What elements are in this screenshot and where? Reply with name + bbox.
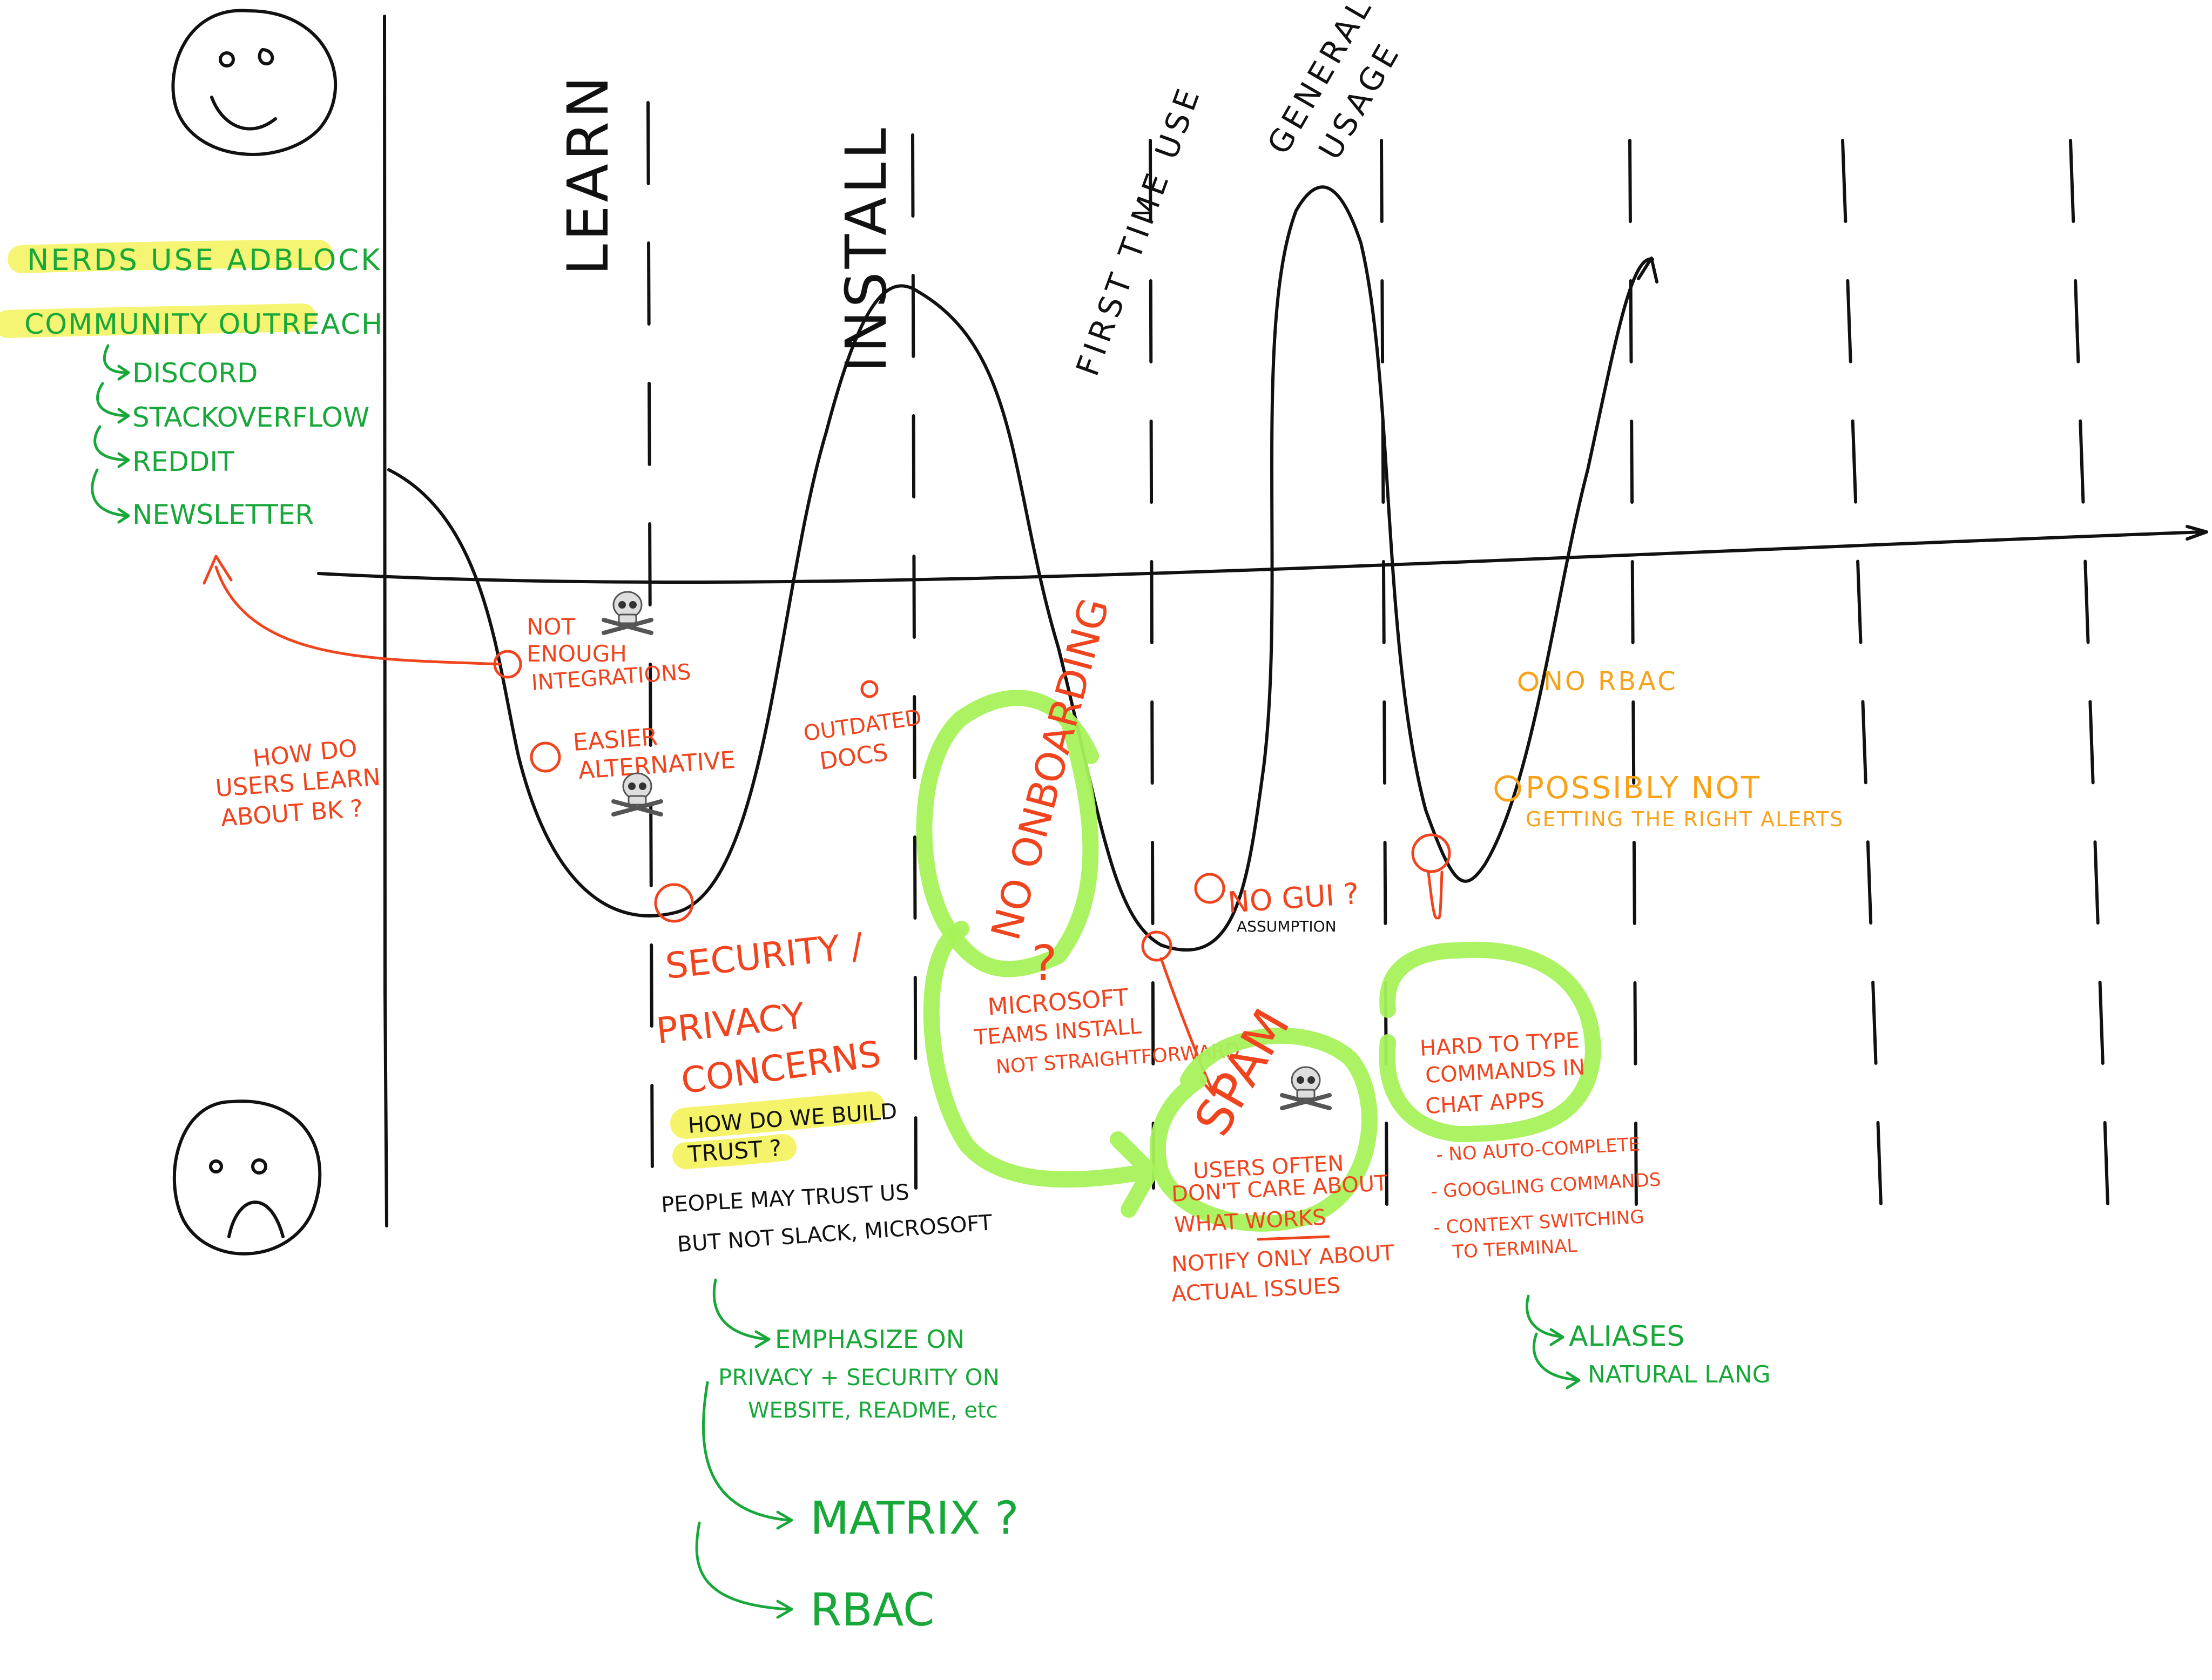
note-bullet-terminal: TO TERMINAL <box>1451 1235 1577 1263</box>
note-no-onboarding: NO ONBOARDING <box>982 593 1118 945</box>
horizontal-axis <box>319 532 2203 582</box>
channel-reddit: REDDIT <box>132 446 234 477</box>
pain-point-marker <box>656 885 692 921</box>
arrow-emphasize <box>714 1280 769 1347</box>
happy-face-icon <box>173 10 335 154</box>
note-outdated-1: OUTDATED <box>802 705 923 746</box>
note-notify-2: ACTUAL ISSUES <box>1171 1273 1341 1307</box>
note-not-enough-1: NOT <box>527 613 575 640</box>
skull-icon <box>1282 1067 1330 1108</box>
note-security-2: PRIVACY <box>655 995 807 1051</box>
pain-point-marker <box>1196 874 1224 902</box>
stage-label-first-time-use: FIRST TIME USE <box>1069 80 1208 381</box>
stage-label-learn: LEARN <box>555 73 621 275</box>
note-bullet-googling: - GOOGLING COMMANDS <box>1430 1169 1661 1203</box>
note-security-1: SECURITY / <box>664 925 866 987</box>
note-easier-1: EASIER <box>572 723 658 757</box>
note-outdated-2: DOCS <box>818 739 889 775</box>
pain-point-marker <box>531 743 559 771</box>
note-question: ? <box>1031 935 1057 992</box>
channel-stackoverflow: STACKOVERFLOW <box>132 402 369 433</box>
outreach-channel-arrows <box>92 346 129 522</box>
note-assumption: ASSUMPTION <box>1237 917 1337 935</box>
note-emphasize-3: WEBSITE, README, etc <box>748 1398 998 1423</box>
connector-hard-to-type <box>1428 872 1442 918</box>
skull-icon <box>604 592 651 633</box>
note-not-enough-2: ENOUGH <box>527 640 627 667</box>
note-trust-2: TRUST ? <box>686 1135 783 1168</box>
channel-newsletter: NEWSLETTER <box>132 499 314 530</box>
note-emphasize-1: EMPHASIZE ON <box>775 1325 965 1354</box>
note-community-outreach: COMMUNITY OUTREACH <box>24 308 383 341</box>
note-alerts-1: POSSIBLY NOT <box>1526 771 1761 806</box>
underline-works <box>1258 1237 1328 1239</box>
stage-label-install: INSTALL <box>833 125 899 373</box>
note-nerds-adblock: NERDS USE ADBLOCK <box>27 243 382 277</box>
note-people-1: PEOPLE MAY TRUST US <box>660 1180 910 1218</box>
note-no-rbac: NO RBAC <box>1543 666 1678 697</box>
sad-face-icon <box>174 1101 320 1253</box>
note-natural-lang: NATURAL LANG <box>1588 1361 1771 1388</box>
note-alerts-2: GETTING THE RIGHT ALERTS <box>1526 807 1844 831</box>
note-bullet-context: - CONTEXT SWITCHING <box>1433 1206 1644 1239</box>
note-emphasize-2: PRIVACY + SECURITY ON <box>718 1364 1000 1391</box>
pain-point-marker <box>1520 673 1537 690</box>
arrow-rbac <box>697 1523 792 1617</box>
vertical-axis <box>385 16 387 1226</box>
note-teams-1: MICROSOFT <box>987 984 1129 1021</box>
note-notify-1: NOTIFY ONLY ABOUT <box>1171 1240 1395 1277</box>
note-no-gui: NO GUI ? <box>1227 876 1360 920</box>
arrow-to-outreach <box>204 556 500 664</box>
note-hard-2: COMMANDS IN <box>1425 1055 1586 1088</box>
curve-arrowhead <box>1638 258 1657 282</box>
note-matrix: MATRIX ? <box>810 1492 1019 1544</box>
note-hard-3: CHAT APPS <box>1425 1088 1545 1119</box>
pain-point-marker <box>862 682 877 697</box>
note-people-2: BUT NOT SLACK, MICROSOFT <box>676 1210 993 1257</box>
arrow-aliases <box>1527 1296 1563 1345</box>
note-rbac: RBAC <box>810 1583 935 1636</box>
note-aliases: ALIASES <box>1569 1320 1684 1353</box>
channel-discord: DISCORD <box>132 357 258 389</box>
